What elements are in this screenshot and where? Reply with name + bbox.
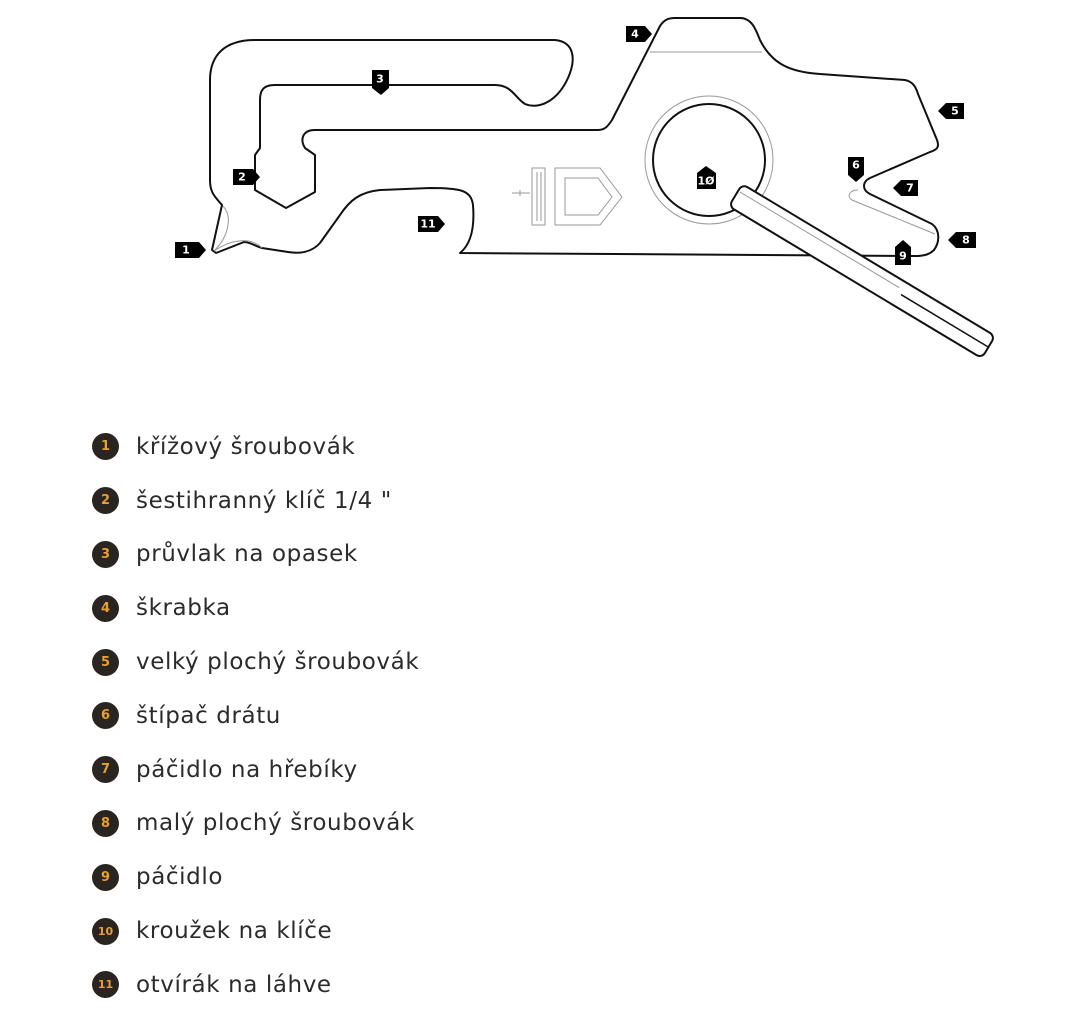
callout-6: 6 [848,157,864,182]
legend-item: 3 průvlak na opasek [92,528,419,582]
number-badge: 1 [92,433,119,461]
svg-text:2: 2 [238,171,246,184]
callout-11: 11 [418,216,445,232]
callout-7: 7 [893,180,918,196]
number-badge: 6 [92,702,119,730]
legend-item: 8 malý plochý šroubovák [92,797,419,851]
number-badge: 3 [92,540,119,568]
callout-4: 4 [626,26,652,42]
legend-label: škrabka [136,595,231,622]
legend-label: kroužek na klíče [136,918,333,945]
svg-text:1Ø: 1Ø [697,175,715,188]
legend-label: otvírák na láhve [136,971,332,998]
callout-1: 1 [175,242,206,258]
legend-label: velký plochý šroubovák [136,649,420,676]
legend-item: 4 škrabka [92,581,419,635]
legend-label: malý plochý šroubovák [136,810,415,837]
legend-item: 11 otvírák na láhve [92,958,419,1012]
pry-bar-handle [730,185,994,358]
callout-2: 2 [233,169,260,185]
number-badge: 4 [92,594,119,622]
number-badge: 5 [92,648,119,676]
legend-label: páčidlo na hřebíky [136,756,358,783]
svg-text:11: 11 [420,218,435,231]
legend-item: 2 šestihranný klíč 1/4 " [92,474,419,528]
legend-label: křížový šroubovák [136,433,356,460]
phillips-tip-line [213,205,263,252]
number-badge: 9 [92,863,119,891]
key-ring-hole [652,103,766,217]
svg-text:6: 6 [852,159,860,172]
number-badge: 7 [92,756,119,784]
legend-item: 7 páčidlo na hřebíky [92,743,419,797]
legend: 1 křížový šroubovák 2 šestihranný klíč 1/4… [92,420,419,1012]
wire-cutter-line [848,189,936,235]
legend-label: průvlak na opasek [136,541,358,568]
svg-text:8: 8 [962,234,970,247]
tool-outline [209,17,940,257]
callout-3: 3 [372,70,389,95]
legend-item: 5 velký plochý šroubovák [92,635,419,689]
svg-text:3: 3 [376,73,384,86]
svg-text:1: 1 [182,244,190,257]
callout-10: 1Ø [697,166,716,189]
svg-text:7: 7 [906,182,914,195]
gerber-logo-icon [512,167,623,226]
number-badge: 2 [92,487,119,515]
svg-text:5: 5 [951,105,959,118]
legend-item: 9 páčidlo [92,850,419,904]
callout-9: 9 [895,240,911,265]
svg-text:4: 4 [631,28,639,41]
callout-5: 5 [938,103,964,119]
svg-text:9: 9 [899,250,907,263]
legend-item: 6 štípač drátu [92,689,419,743]
key-ring-outer [644,95,774,225]
legend-label: štípač drátu [136,702,281,729]
legend-label: páčidlo [136,864,223,891]
number-badge: 8 [92,809,119,837]
callout-8: 8 [948,232,976,248]
number-badge: 11 [92,971,119,999]
legend-item: 10 kroužek na klíče [92,904,419,958]
number-badge: 10 [92,917,119,945]
legend-label: šestihranný klíč 1/4 " [136,487,392,514]
multitool-diagram: 1 2 3 4 5 6 7 8 9 1Ø 11 [175,17,994,358]
legend-item: 1 křížový šroubovák [92,420,419,474]
